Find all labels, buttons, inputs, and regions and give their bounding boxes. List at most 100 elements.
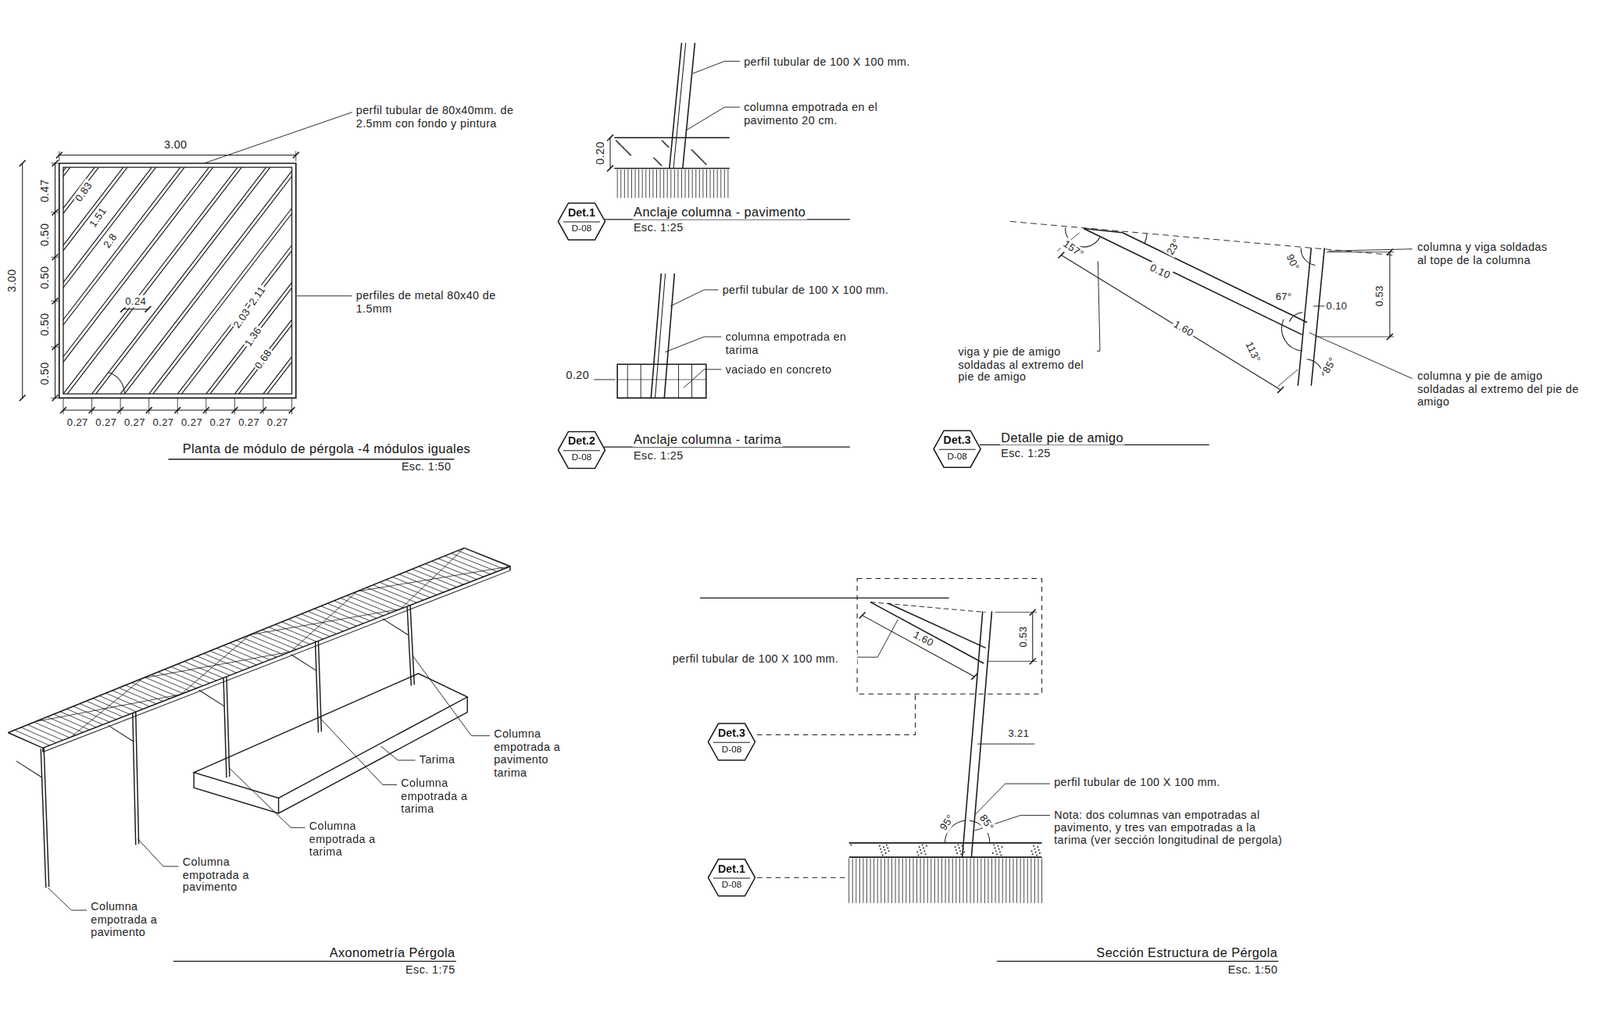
- ground-hatch: [642, 169, 643, 199]
- ground-hatch: [624, 169, 625, 199]
- ground-hatch: [702, 169, 704, 199]
- roof-slat: [333, 600, 377, 618]
- ground-hatch: [937, 857, 939, 903]
- dimension-label: 0.27: [180, 416, 204, 429]
- dimension-line: [21, 163, 23, 398]
- roof-slat: [282, 621, 324, 640]
- callout-text: Columna empotrada a pavimento tarima: [492, 727, 569, 779]
- slat-profile: [234, 167, 292, 394]
- dimension-label: 0.24: [124, 295, 148, 308]
- dimension-tick: [19, 394, 26, 401]
- roof-slat: [255, 632, 297, 650]
- roof-slat: [268, 627, 311, 645]
- roof-slat: [405, 571, 450, 590]
- knee-brace: [290, 654, 317, 672]
- extension-line: [50, 162, 59, 164]
- dimension-label: 0.27: [265, 416, 290, 429]
- deck-joist: [678, 364, 679, 398]
- roof-edge: [42, 566, 511, 748]
- extension-line: [50, 346, 59, 348]
- ground-hatch: [855, 857, 857, 903]
- ground-hatch: [970, 857, 972, 903]
- ground-hatch: [852, 857, 854, 903]
- slat-profile: [67, 167, 272, 394]
- concrete-dot: [878, 845, 881, 847]
- slat-profile: [120, 167, 292, 394]
- knee-brace: [887, 603, 986, 648]
- knee-brace: [16, 760, 43, 778]
- roof-brace: [71, 678, 143, 737]
- roof-slat: [229, 642, 270, 660]
- ground-hatch: [638, 169, 640, 199]
- roof-slat: [249, 635, 290, 653]
- ground-hatch: [966, 857, 968, 903]
- extension-line: [987, 660, 1037, 662]
- concrete-dot: [917, 853, 919, 856]
- angle-arc: [1300, 247, 1315, 265]
- dimension-label: 0.27: [123, 416, 147, 429]
- concrete-dot: [850, 843, 852, 846]
- ground-hatch: [667, 169, 668, 199]
- axonometry: [7, 547, 511, 961]
- concrete-dot: [1001, 846, 1004, 848]
- concrete-dot: [953, 846, 956, 848]
- dimension-tick: [19, 160, 26, 167]
- ground-hatch: [859, 857, 861, 903]
- ground-hatch: [1012, 857, 1014, 903]
- roof-slat: [242, 637, 284, 655]
- angle-arc: [108, 372, 125, 393]
- ground-hatch: [1041, 857, 1043, 903]
- detail-reference-hexagon: Det.1D-08: [557, 202, 607, 242]
- dimension-label: 1.60: [910, 628, 936, 650]
- ground-hatch: [870, 857, 872, 903]
- dimension-label: 95°: [936, 811, 958, 834]
- ground-hatch: [670, 169, 672, 199]
- ground-hatch: [955, 857, 957, 903]
- roof-slat: [353, 592, 397, 611]
- knee-brace: [199, 689, 225, 707]
- concrete-dot: [1038, 849, 1040, 851]
- column-profile: [43, 747, 50, 887]
- column-profile: [226, 676, 230, 777]
- callout-text: columna empotrada en el pavimento 20 cm.: [742, 100, 914, 127]
- ground-hatch: [1023, 857, 1025, 903]
- dimension-label: 0.27: [65, 416, 90, 429]
- ground-hatch: [887, 857, 889, 903]
- ground-hatch: [877, 857, 879, 903]
- roof-fascia: [42, 570, 511, 752]
- slat-profile: [63, 167, 186, 394]
- leader-line: [203, 112, 352, 164]
- concrete-dot: [880, 851, 883, 854]
- concrete-dot: [962, 848, 965, 850]
- detail-number: Det.1: [557, 207, 607, 218]
- ground-hatch: [945, 857, 947, 903]
- knee-brace: [1083, 228, 1303, 336]
- roof-slat: [451, 553, 497, 572]
- roof-brace: [400, 547, 465, 609]
- deck-outline: [617, 364, 707, 398]
- leader-line: [670, 289, 718, 307]
- callout-text: perfil tubular de 100 X 100 mm.: [671, 652, 858, 666]
- dimension-tick: [607, 134, 614, 141]
- dimension-label: 90°: [1283, 251, 1303, 274]
- ground-hatch: [898, 857, 900, 903]
- callout-text: Columna empotrada a tarima: [400, 776, 476, 816]
- dimension-label: 0.10: [1146, 260, 1173, 282]
- leader-line: [685, 107, 740, 131]
- detail-number: Det.3: [932, 434, 983, 446]
- detail-1-anchor-pavement: [603, 42, 850, 220]
- roof-brace: [357, 566, 511, 592]
- ground-hatch: [991, 857, 993, 903]
- leader-line: [296, 295, 353, 297]
- leader-line: [47, 887, 87, 911]
- roof-brace: [35, 694, 181, 722]
- callout-text: Columna empotrada a pavimento: [181, 855, 258, 895]
- detail-3-knee-brace: [979, 221, 1413, 445]
- sheet-number: D-08: [707, 744, 757, 754]
- ground-hatch: [1020, 857, 1022, 903]
- concrete-dot: [996, 845, 999, 847]
- view-title: Sección Estructura de Pérgola: [1095, 946, 1279, 961]
- pavement-line: [614, 167, 730, 170]
- ground-hatch: [1027, 857, 1029, 903]
- ground-hatch: [984, 857, 986, 903]
